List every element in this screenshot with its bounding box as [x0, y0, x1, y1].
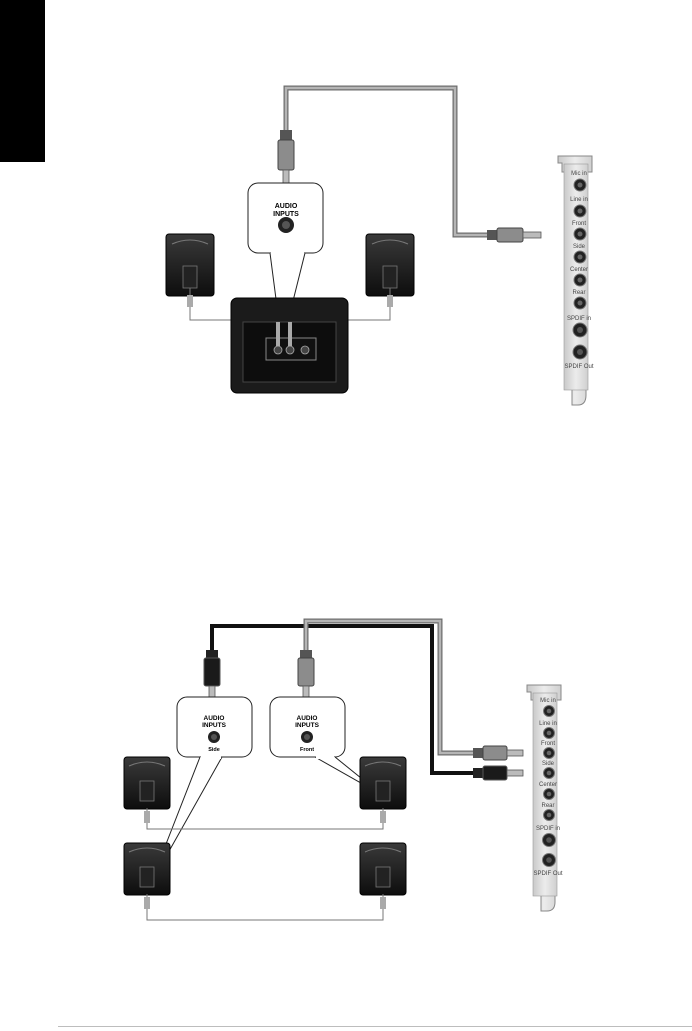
- plug-front-top: [298, 650, 314, 700]
- port-label-center: Center: [570, 267, 588, 273]
- plug-front-card: [473, 746, 523, 760]
- plug-side-top: [204, 650, 220, 700]
- port-label-rear: Rear: [572, 290, 585, 296]
- port-label-line-in: Line in: [570, 197, 588, 203]
- speaker-side-right: [360, 843, 406, 895]
- port2-label-spdif-in: SPDIF in: [536, 826, 560, 832]
- callout-side-line2: INPUTS: [202, 722, 227, 729]
- callout-front-line1: AUDIO: [297, 715, 318, 722]
- diagram-2ch: AUDIO INPUTS: [166, 88, 594, 405]
- speaker-front-left: [124, 757, 170, 809]
- audio-plug-top: [278, 130, 294, 184]
- footer-rule: [58, 1026, 692, 1027]
- callout-line1: AUDIO: [275, 203, 298, 210]
- port-label-front: Front: [572, 221, 586, 227]
- audio-plug-card: [487, 228, 541, 242]
- callout-front-label: Front: [300, 747, 314, 753]
- callout-side-line1: AUDIO: [204, 715, 225, 722]
- port2-label-line-in: Line in: [539, 721, 557, 727]
- callout-side-label: Side: [208, 747, 220, 753]
- port2-label-spdif-out: SPDIF Out: [533, 871, 562, 877]
- speaker-front-right: [360, 757, 406, 809]
- diagram-4ch: AUDIO INPUTS Side AUDIO INPUTS Front: [124, 621, 563, 920]
- speaker-side-left: [124, 843, 170, 895]
- port-label-mic-in: Mic in: [571, 171, 587, 177]
- callout-front-line2: INPUTS: [295, 722, 320, 729]
- sound-card-2: Mic in Line in Front Side Center Rear SP…: [527, 685, 563, 911]
- callout-line2: INPUTS: [273, 211, 299, 218]
- port-label-side: Side: [573, 244, 586, 250]
- port2-label-side: Side: [542, 761, 555, 767]
- sound-card: Mic in Line in Front Side Center Rear SP…: [558, 156, 594, 405]
- subwoofer: [231, 298, 348, 393]
- port2-label-center: Center: [539, 782, 557, 788]
- port2-label-rear: Rear: [541, 803, 554, 809]
- port2-label-mic-in: Mic in: [540, 698, 556, 704]
- port2-label-front: Front: [541, 741, 555, 747]
- wire-side-pair: [147, 894, 383, 920]
- port-label-spdif-out: SPDIF Out: [564, 364, 593, 370]
- plug-side-card: [473, 766, 523, 780]
- port-label-spdif-in: SPDIF in: [567, 316, 591, 322]
